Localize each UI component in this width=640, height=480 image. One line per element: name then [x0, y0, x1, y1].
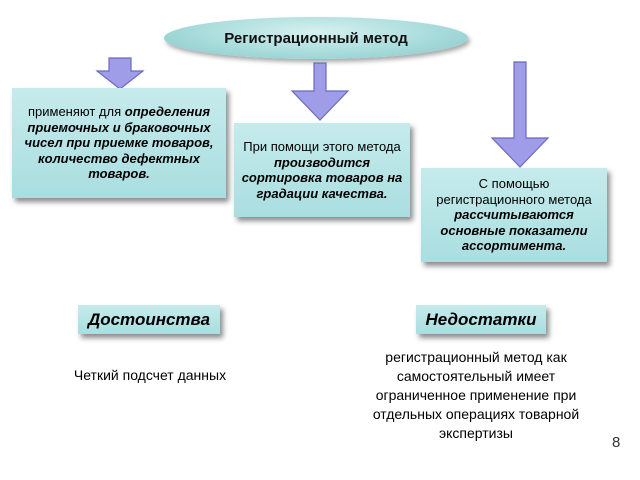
advantages-header: Достоинства	[78, 305, 220, 334]
title-oval: Регистрационный метод	[164, 17, 468, 59]
usage-box-2-text: При помощи этого метода производится сор…	[238, 139, 406, 201]
usage-box-3-lead: С помощью регистрационного метода	[436, 176, 592, 207]
usage-box-3: С помощью регистрационного метода рассчи…	[421, 168, 607, 262]
usage-box-1-text: применяют для определения приемочных и б…	[16, 104, 222, 182]
disadvantages-text: регистрационный метод как самостоятельны…	[372, 349, 580, 441]
usage-box-1-emphasis: определения приемочных и браковочных чис…	[24, 104, 214, 182]
disadvantages-header-text: Недостатки	[425, 309, 537, 329]
disadvantages-header: Недостатки	[416, 305, 546, 334]
usage-box-2: При помощи этого метода производится сор…	[234, 123, 410, 217]
advantages-header-text: Достоинства	[87, 309, 211, 329]
usage-box-3-text: С помощью регистрационного метода рассчи…	[425, 176, 603, 254]
usage-box-2-lead: При помощи этого метода	[243, 139, 401, 154]
usage-box-1-lead: применяют для	[27, 104, 125, 120]
arrow-down-icon	[290, 62, 350, 121]
page-number: 8	[612, 434, 621, 451]
usage-box-2-emphasis: производится сортировка товаров на града…	[241, 154, 403, 201]
usage-box-3-emphasis: рассчитываются основные показатели ассор…	[440, 207, 588, 254]
title-text: Регистрационный метод	[224, 29, 408, 47]
usage-box-1: применяют для определения приемочных и б…	[12, 88, 226, 198]
arrow-down-icon	[95, 57, 145, 90]
arrow-down-icon	[490, 61, 550, 168]
advantages-text: Четкий подсчет данных	[73, 367, 227, 383]
